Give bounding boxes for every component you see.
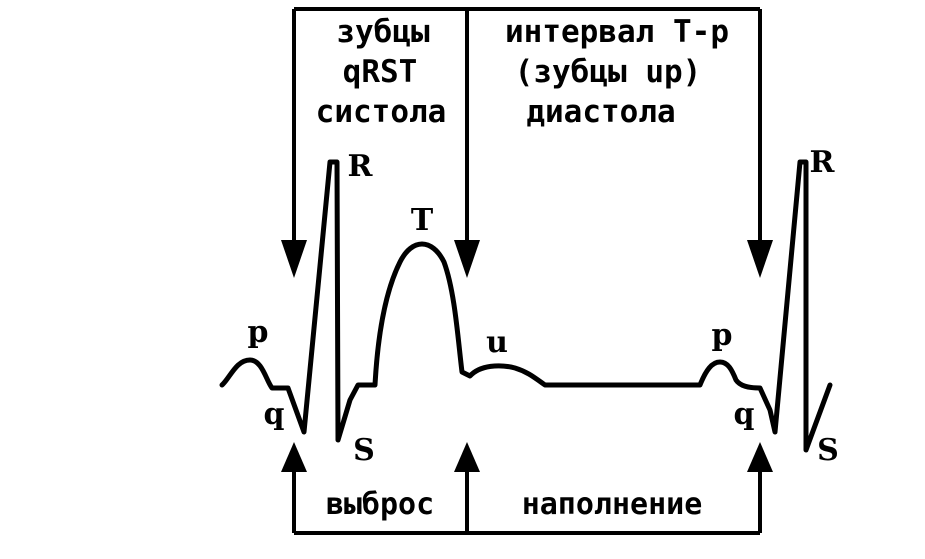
wave-label-r1: R bbox=[348, 149, 374, 184]
systole-start-arrow-icon bbox=[281, 240, 307, 278]
systole-line-2: qRST bbox=[343, 54, 418, 90]
systole-line-3: систола bbox=[316, 94, 447, 130]
diastole-line-2: (зубцы up) bbox=[515, 54, 702, 90]
bottom-frame bbox=[292, 470, 762, 535]
wave-label-q1: q bbox=[264, 397, 285, 432]
wave-label-s2: S bbox=[817, 433, 839, 468]
wave-label-t: T bbox=[411, 203, 434, 238]
wave-label-r2: R bbox=[810, 145, 836, 180]
wave-label-p2: p bbox=[712, 318, 733, 353]
wave-labels: p q R S T u p q R S bbox=[248, 145, 839, 468]
diastole-end-arrow-icon bbox=[747, 240, 773, 278]
systole-line-1: зубцы bbox=[336, 14, 430, 50]
wave-label-u: u bbox=[486, 325, 508, 360]
wave-label-q2: q bbox=[734, 397, 755, 432]
systole-header: зубцы qRST систола bbox=[316, 14, 447, 130]
diastole-line-3: диастола bbox=[526, 94, 675, 130]
filling-end-arrow-icon bbox=[747, 442, 773, 472]
ecg-trace bbox=[219, 159, 833, 453]
ejection-label: выброс bbox=[326, 487, 434, 522]
ejection-start-arrow-icon bbox=[281, 442, 307, 472]
wave-label-s1: S bbox=[353, 433, 375, 468]
diastole-header: интервал T-p (зубцы up) диастола bbox=[505, 14, 729, 130]
diastole-line-1: интервал T-p bbox=[505, 14, 729, 50]
ejection-end-arrow-icon bbox=[454, 442, 480, 472]
wave-label-p1: p bbox=[248, 315, 269, 350]
bottom-arrowheads bbox=[281, 442, 773, 472]
filling-label: наполнение bbox=[522, 487, 703, 522]
top-arrowheads bbox=[281, 240, 773, 278]
top-frame bbox=[292, 7, 762, 240]
systole-end-arrow-icon bbox=[454, 240, 480, 278]
